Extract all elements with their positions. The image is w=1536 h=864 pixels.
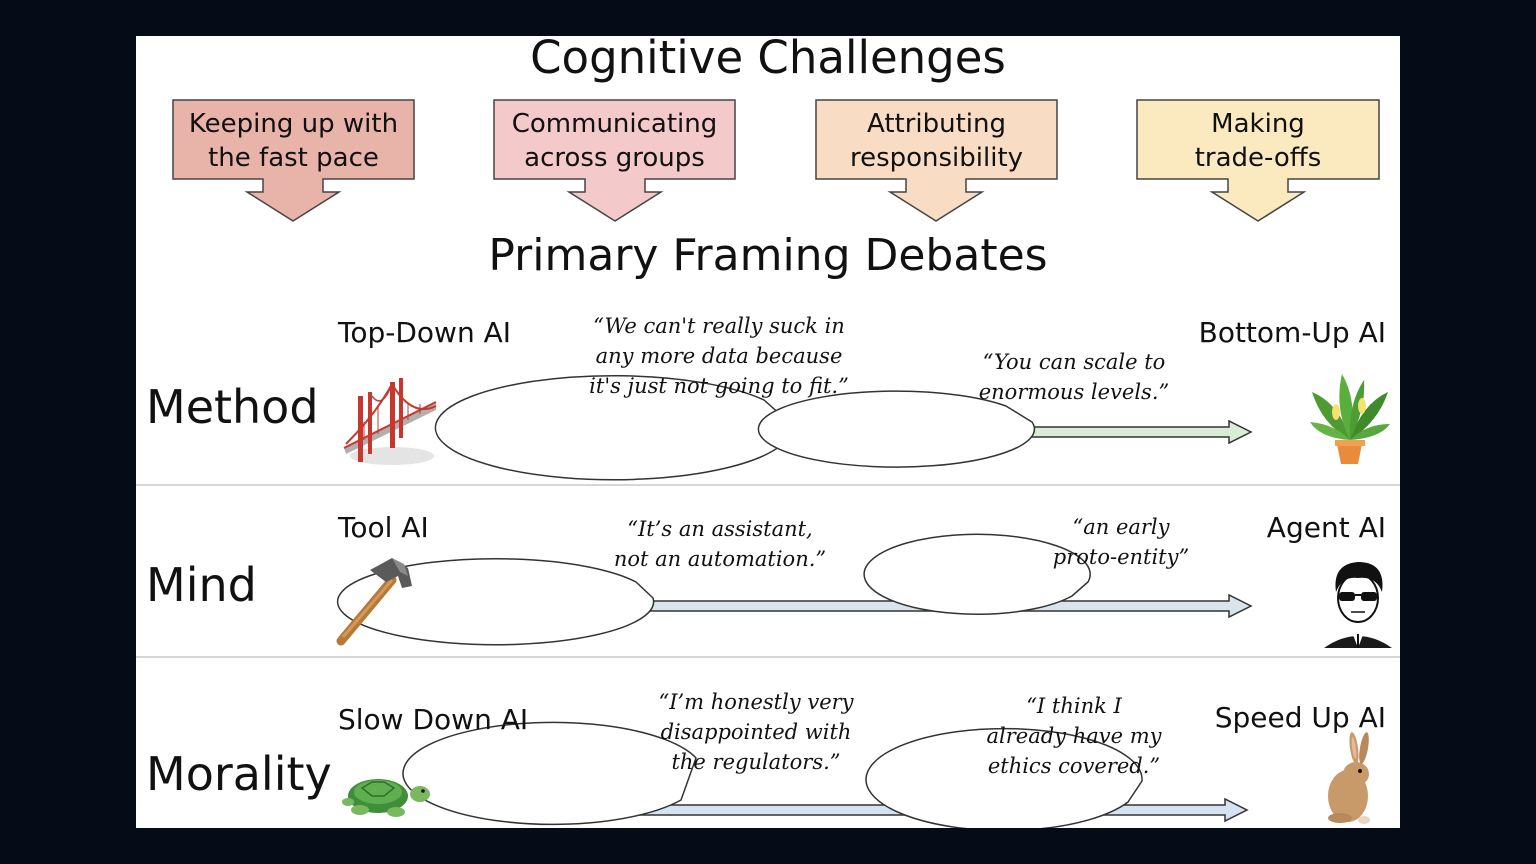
challenge-text-2: Communicating across groups (494, 107, 735, 175)
diagram-graphics (136, 99, 1400, 828)
quote-morality-left: “I’m honestly very disappointed with the… (658, 690, 854, 774)
rabbit-icon (1328, 732, 1370, 824)
challenge-box-4 (1136, 99, 1380, 222)
right-pole-label-method: Bottom-Up AI (1198, 316, 1386, 349)
speech-bubble-mind-left (336, 557, 655, 646)
topic-label-mind: Mind (146, 558, 257, 612)
quote-method-right: “You can scale to enormous levels.” (978, 350, 1170, 404)
diagram-panel: Cognitive Challenges Keeping up with the… (136, 36, 1400, 828)
challenge-4-line-2: trade-offs (1194, 143, 1322, 173)
challenge-4-line-1: Making (1211, 109, 1305, 139)
challenge-box-3 (815, 99, 1058, 222)
challenge-1-line-1: Keeping up with (188, 109, 399, 139)
quote-morality-right: “I think I already have my ethics covere… (986, 694, 1162, 778)
page-title: Cognitive Challenges (530, 36, 1006, 84)
golden-gate-bridge-icon (343, 378, 437, 465)
challenge-2-line-2: across groups (524, 143, 705, 173)
speech-bubble-morality-left (402, 721, 697, 826)
challenge-box-1 (172, 99, 415, 222)
speech-bubble-morality-right (865, 727, 1143, 828)
speech-bubble-method-right (757, 390, 1036, 468)
challenge-text-3: Attributing responsibility (816, 107, 1057, 175)
quote-method-left: “We can't really suck in any more data b… (589, 314, 849, 398)
quote-mind-left: “It’s an assistant, not an automation.” (613, 517, 827, 571)
challenge-text-1: Keeping up with the fast pace (173, 107, 414, 175)
speech-bubble-mind-right (863, 533, 1091, 616)
challenge-text-4: Making trade-offs (1137, 107, 1379, 175)
potted-plant-icon (1310, 374, 1390, 464)
agent-in-sunglasses-icon (1324, 562, 1392, 648)
challenge-box-2 (493, 99, 736, 222)
left-pole-label-method: Top-Down AI (338, 316, 512, 349)
topic-label-morality: Morality (146, 747, 332, 801)
hammer-icon (336, 558, 412, 646)
challenge-1-line-2: the fast pace (208, 143, 379, 173)
topic-label-method: Method (146, 380, 319, 434)
challenge-2-line-1: Communicating (511, 109, 718, 139)
turtle-icon (342, 779, 430, 817)
right-pole-label-mind: Agent AI (1266, 511, 1386, 544)
left-pole-label-mind: Tool AI (338, 511, 429, 544)
challenge-3-line-1: Attributing (866, 109, 1006, 139)
right-pole-label-morality: Speed Up AI (1214, 701, 1386, 734)
quote-mind-right: “an early proto-entity” (1052, 515, 1190, 569)
left-pole-label-morality: Slow Down AI (338, 703, 529, 736)
section-subtitle: Primary Framing Debates (488, 230, 1048, 281)
speech-bubble-method-left (434, 375, 793, 481)
challenge-3-line-2: responsibility (849, 143, 1024, 173)
